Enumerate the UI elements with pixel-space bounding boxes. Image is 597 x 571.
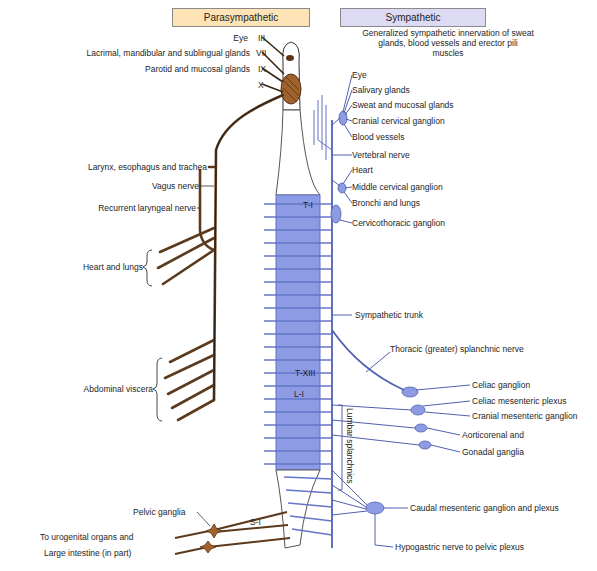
anatomy-label: Recurrent laryngeal nerve [98, 203, 196, 213]
cranial-nerve-number: VII [256, 48, 266, 58]
note-text: Generalized sympathetic innervation of s… [362, 28, 534, 58]
anatomy-label: Middle cervical ganglion [352, 182, 443, 192]
anatomy-label: Blood vessels [352, 132, 404, 142]
anatomy-label: Thoracic (greater) splanchnic nerve [390, 344, 524, 354]
anatomy-label: Salivary glands [352, 85, 410, 95]
header-box: Parasympathetic [172, 8, 310, 27]
anatomy-label: Larynx, esophagus and trachea [88, 162, 207, 172]
anatomy-label: Heart [352, 165, 373, 175]
anatomy-label: Eye [352, 70, 367, 80]
anatomy-label: Celiac mesenteric plexus [472, 396, 566, 406]
header-text: Parasympathetic [204, 12, 278, 23]
anatomy-label: To urogenital organs and [40, 532, 134, 542]
anatomy-label: Lumbar splanchnics [345, 408, 355, 484]
anatomy-label: Eye [233, 33, 248, 43]
anatomy-label: Hypogastric nerve to pelvic plexus [395, 542, 524, 552]
anatomy-label: Vertebral nerve [352, 150, 410, 160]
segment-label: S-I [250, 517, 261, 527]
anatomy-label: Heart and lungs [83, 262, 143, 272]
anatomy-label: Gonadal ganglia [462, 447, 524, 457]
anatomy-label: Lacrimal, mandibular and sublingual glan… [87, 48, 251, 58]
anatomy-label: Aorticorenal and [462, 430, 524, 440]
anatomy-label: Sympathetic trunk [355, 310, 423, 320]
anatomy-label: Sweat and mucosal glands [352, 100, 454, 110]
anatomy-label: Parotid and mucosal glands [145, 64, 250, 74]
segment-label: L-I [294, 389, 304, 399]
anatomy-label: Caudal mesenteric ganglion and plexus [410, 503, 559, 513]
anatomy-label: Bronchi and lungs [352, 198, 420, 208]
cranial-nerve-number: IX [258, 64, 266, 74]
header-box: Sympathetic [340, 8, 486, 27]
anatomy-label: Abdominal viscera [84, 384, 153, 394]
anatomy-label: Vagus nerve [152, 181, 199, 191]
anatomy-label: Cranial mesenteric ganglion [472, 411, 577, 421]
segment-label: T-XIII [295, 368, 315, 378]
cranial-nerve-number: X [258, 80, 264, 90]
anatomy-label: Celiac ganglion [472, 380, 530, 390]
anatomy-label: Cranial cervical ganglion [352, 116, 445, 126]
anatomy-label: Pelvic ganglia [133, 507, 185, 517]
header-text: Sympathetic [385, 12, 440, 23]
cranial-nerve-number: III [258, 33, 265, 43]
anatomy-label: Large intestine (in part) [44, 548, 131, 558]
anatomy-label: Cervicothoracic ganglion [352, 218, 445, 228]
segment-label: T-I [303, 200, 313, 210]
